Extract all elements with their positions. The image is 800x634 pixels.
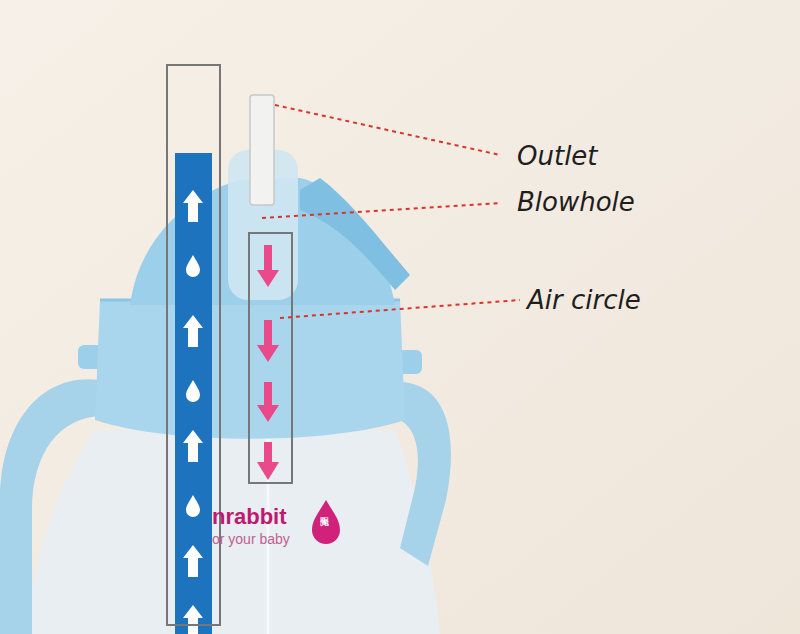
leader-lines — [262, 105, 520, 318]
down-arrows — [257, 245, 279, 480]
water-drop — [186, 495, 200, 517]
up-arrow — [183, 545, 203, 577]
leader-line — [262, 203, 500, 218]
part-label: Air circle — [527, 287, 641, 313]
water-drop — [186, 255, 200, 277]
leader-line — [275, 105, 500, 155]
water-flow-column — [175, 153, 212, 634]
up-arrow — [183, 190, 203, 222]
part-label: Blowhole — [517, 189, 635, 215]
down-arrow — [257, 442, 279, 480]
left-handle — [0, 379, 100, 634]
brand-name: nrabbit — [212, 506, 287, 528]
brand-drop — [312, 500, 340, 544]
down-arrow — [257, 382, 279, 422]
lid-tab — [300, 178, 410, 290]
water-drop — [186, 380, 200, 402]
up-arrow — [183, 430, 203, 462]
air-frame — [249, 233, 292, 483]
down-arrow — [257, 320, 279, 362]
leader-line — [280, 300, 520, 318]
up-arrow — [183, 605, 203, 634]
down-arrow — [257, 245, 279, 287]
bottle-body — [25, 430, 440, 634]
brand-slogan: or your baby — [212, 532, 290, 546]
straw-outlet — [250, 95, 274, 205]
up-arrows — [183, 190, 203, 634]
part-label: Outlet — [517, 143, 598, 169]
up-arrow — [183, 315, 203, 347]
